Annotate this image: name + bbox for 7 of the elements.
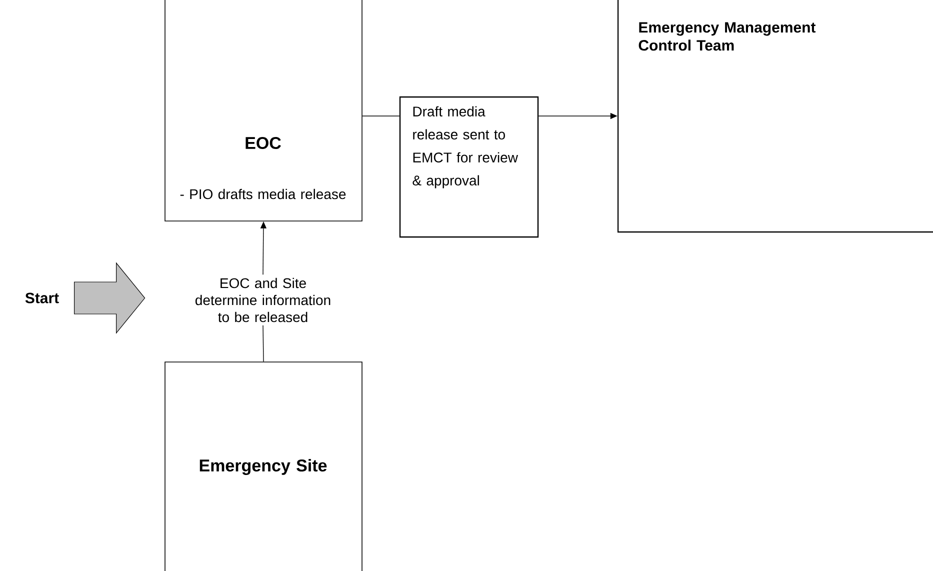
step-text: EOC and Site determine information to be released xyxy=(196,278,330,322)
process-box: Emergency Management Control Team xyxy=(617,0,933,233)
step-text: Start xyxy=(25,292,59,304)
process-box: EOC - PIO drafts media release xyxy=(164,0,362,222)
block-arrow xyxy=(74,262,146,334)
process-box: Draft media release sent to EMCT for review & approval xyxy=(399,96,539,238)
process-box: Emergency Site xyxy=(164,362,362,571)
